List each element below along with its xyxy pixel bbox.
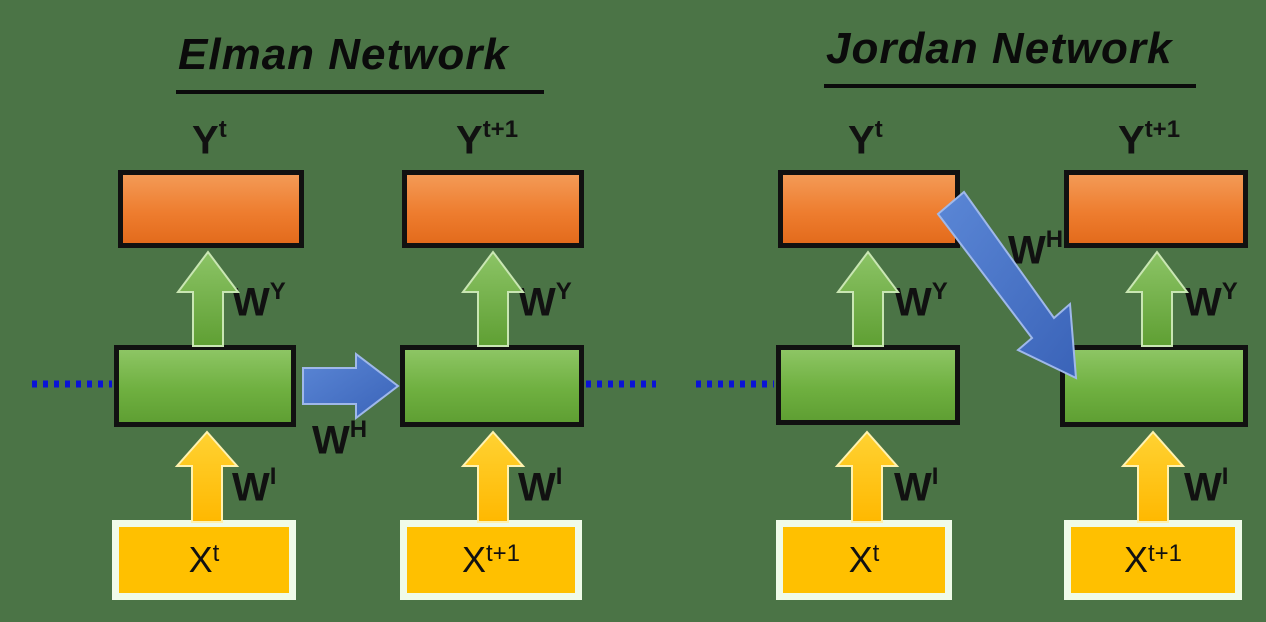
elman-weight-y-left: WY xyxy=(232,278,286,325)
jordan-up-arrow-right xyxy=(1125,250,1189,347)
jordan-title: Jordan Network xyxy=(826,24,1173,73)
elman-up-arrow-left xyxy=(176,250,240,347)
elman-input-arrow-right xyxy=(460,430,526,523)
elman-output-label-right: Yt+1 xyxy=(456,116,519,163)
jordan-output-box-right xyxy=(1064,170,1248,248)
elman-weight-i-right: WI xyxy=(518,463,563,510)
elman-title: Elman Network xyxy=(178,30,509,79)
elman-up-arrow-right xyxy=(461,250,525,347)
elman-input-arrow-left xyxy=(174,430,240,523)
elman-hidden-box-left xyxy=(114,345,296,427)
elman-recurrent-arrow xyxy=(302,351,400,421)
jordan-weight-h: WH xyxy=(1008,226,1064,273)
jordan-title-underline xyxy=(824,84,1196,88)
jordan-output-label-right: Yt+1 xyxy=(1118,116,1181,163)
elman-output-box-right xyxy=(402,170,584,248)
jordan-hidden-box-left xyxy=(776,345,960,425)
elman-weight-h: WH xyxy=(312,416,368,463)
jordan-weight-y-left: WY xyxy=(894,278,948,325)
elman-output-box-left xyxy=(118,170,304,248)
jordan-input-arrow-right xyxy=(1120,430,1186,523)
jordan-up-arrow-left xyxy=(836,250,900,347)
jordan-output-box-left xyxy=(778,170,960,248)
jordan-input-arrow-left xyxy=(834,430,900,523)
elman-output-label-left: Yt xyxy=(192,116,227,163)
jordan-weight-i-right: WI xyxy=(1184,463,1229,510)
jordan-output-label-left: Yt xyxy=(848,116,883,163)
jordan-hidden-box-right xyxy=(1060,345,1248,427)
elman-title-underline xyxy=(176,90,544,94)
elman-hidden-box-right xyxy=(400,345,584,427)
elman-weight-i-left: WI xyxy=(232,463,277,510)
jordan-weight-y-right: WY xyxy=(1184,278,1238,325)
jordan-weight-i-left: WI xyxy=(894,463,939,510)
elman-weight-y-right: WY xyxy=(518,278,572,325)
